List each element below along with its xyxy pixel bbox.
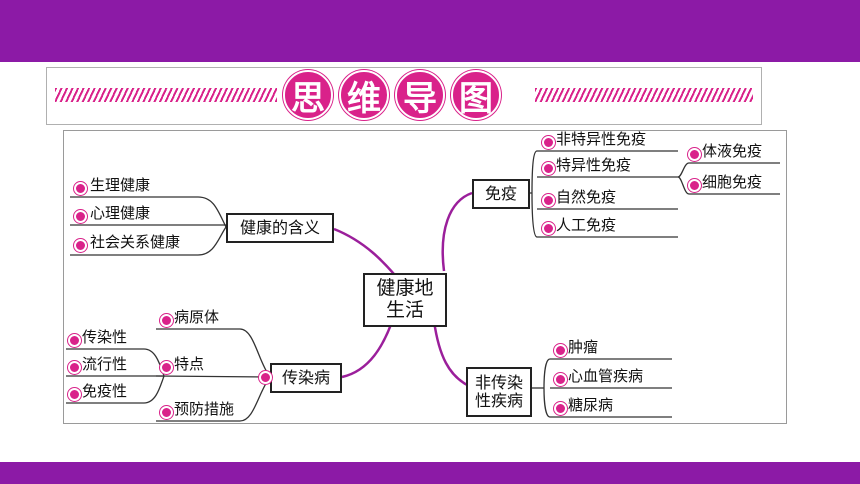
bullet-dot [68,361,81,374]
bullet-dot [74,239,87,252]
leaf-cardiovascular: 心血管疾病 [568,367,644,385]
mind-map-connectors [66,150,780,422]
bullet-dot [160,361,173,374]
node-infectious-disease-label: 传染病 [281,367,330,387]
bullet-dot [542,162,555,175]
leaf-diabetes: 糖尿病 [568,396,614,414]
center-line-2: 生活 [385,299,424,321]
bullet-dot [688,148,701,161]
leaf-contagious: 传染性 [82,328,128,346]
leaf-tumor: 肿瘤 [568,338,599,356]
mind-map: 健康地 生活 健康的含义 生理健康 心理健康 社会关系健康 传染病 病原体 特点… [63,130,787,424]
node-health-meaning: 健康的含义 [226,213,334,243]
leaf-characteristics: 特点 [174,355,205,373]
node-infectious-disease: 传染病 [270,363,342,393]
center-line-1: 健康地 [376,277,434,300]
bullet-dot [542,222,555,235]
bullet-dot [74,182,87,195]
node-noninfectious-line-1: 非传染 [474,372,523,392]
footer-bar [0,462,860,484]
leaf-immunity-trait: 免疫性 [82,382,128,400]
page-title: 思 维 导 图 [283,70,501,120]
leaf-social-health: 社会关系健康 [90,233,181,251]
bullet-dot [68,334,81,347]
header-bar [0,0,860,62]
node-immunity: 免疫 [472,179,530,209]
leaf-physical-health: 生理健康 [90,176,151,194]
bullet-dot [554,373,567,386]
connector-noninfectious [432,320,470,388]
bullet-dot [160,314,173,327]
leaf-natural-immunity: 自然免疫 [556,188,617,206]
title-char: 图 [451,70,501,120]
bullet-dot [554,344,567,357]
leaf-humoral-immunity: 体液免疫 [702,142,763,160]
node-noninfectious-line-2: 性疾病 [474,391,523,410]
title-char: 导 [395,70,445,120]
node-noninfectious-disease: 非传染 性疾病 [466,367,532,417]
bullet-dot [542,194,555,207]
title-char: 维 [339,70,389,120]
bullet-dot [542,136,555,149]
decorative-stripes-right [535,88,753,102]
bullet-dot [688,179,701,192]
title-char: 思 [283,70,333,120]
bullet-dot [74,210,87,223]
leaf-epidemic: 流行性 [82,355,128,373]
leaf-cellular-immunity: 细胞免疫 [702,173,763,191]
center-node: 健康地 生活 [363,273,447,327]
leaf-specific-immunity: 特异性免疫 [556,156,632,174]
node-health-meaning-label: 健康的含义 [239,217,320,237]
bullet-dot [554,402,567,415]
leaf-pathogen: 病原体 [174,308,220,326]
connector-immunity [441,191,473,272]
bullet-dot [160,406,173,419]
node-immunity-label: 免疫 [484,183,517,203]
bullet-dot [68,388,81,401]
leaf-artificial-immunity: 人工免疫 [556,216,617,234]
leaf-prevention: 预防措施 [174,400,235,418]
leaf-nonspecific-immunity: 非特异性免疫 [556,130,647,148]
bullet-dot [259,371,272,384]
title-banner: 思 维 导 图 [46,67,762,125]
decorative-stripes-left [55,88,277,102]
leaf-mental-health: 心理健康 [90,204,151,222]
